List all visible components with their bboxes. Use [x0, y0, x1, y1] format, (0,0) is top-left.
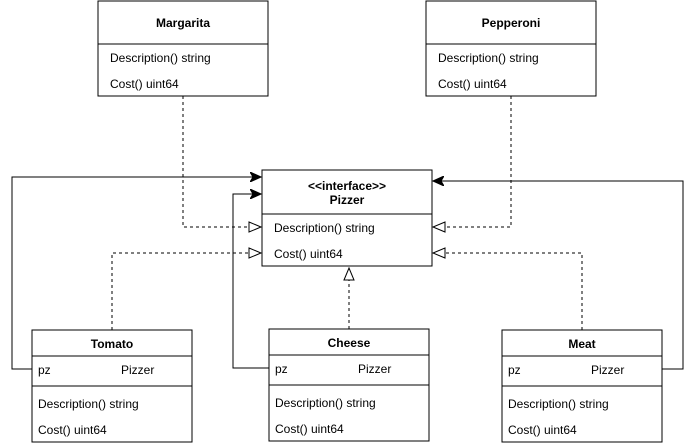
tomato-method-description: Description() string — [38, 397, 139, 411]
pepperoni-method-cost: Cost() uint64 — [438, 77, 507, 91]
cheese-field-name: pz — [275, 362, 288, 376]
tomato-pz-association — [11, 177, 261, 370]
pepperoni-class-name: Pepperoni — [482, 16, 541, 30]
pizzer-box-frame — [261, 169, 433, 267]
tomato-field-type: Pizzer — [121, 363, 154, 377]
cheese-field-type: Pizzer — [358, 362, 391, 376]
margarita-method-description: Description() string — [110, 51, 211, 65]
meat-field-type: Pizzer — [591, 363, 624, 377]
pepperoni-method-description: Description() string — [438, 51, 539, 65]
pizzer-method-cost: Cost() uint64 — [274, 247, 343, 261]
cheese-class-box[interactable]: Cheese pz Pizzer Description() string Co… — [268, 328, 430, 442]
meat-class-box[interactable]: Meat pz Pizzer Description() string Cost… — [501, 329, 663, 443]
tomato-method-cost: Cost() uint64 — [38, 423, 107, 437]
meat-class-name: Meat — [568, 337, 595, 351]
meat-method-description: Description() string — [508, 397, 609, 411]
pepperoni-box-frame — [425, 0, 597, 97]
tomato-class-name: Tomato — [91, 337, 133, 351]
meat-realizes-pizzer-connector — [433, 253, 583, 330]
pizzer-interface-name: Pizzer — [330, 193, 365, 207]
meat-method-cost: Cost() uint64 — [508, 423, 577, 437]
meat-pz-association — [433, 181, 684, 370]
cheese-method-description: Description() string — [275, 396, 376, 410]
margarita-method-cost: Cost() uint64 — [110, 77, 179, 91]
margarita-realizes-pizzer-connector — [182, 96, 261, 227]
meat-field-name: pz — [508, 363, 521, 377]
cheese-pz-association — [232, 194, 269, 369]
margarita-class-box[interactable]: Margarita Description() string Cost() ui… — [97, 0, 269, 97]
tomato-field-name: pz — [38, 363, 51, 377]
tomato-realizes-pizzer-connector — [111, 253, 261, 330]
pizzer-interface-box[interactable]: <<interface>> Pizzer Description() strin… — [261, 169, 433, 267]
margarita-box-frame — [97, 0, 269, 97]
tomato-class-box[interactable]: Tomato pz Pizzer Description() string Co… — [31, 329, 193, 443]
pizzer-stereotype: <<interface>> — [308, 179, 386, 193]
cheese-method-cost: Cost() uint64 — [275, 422, 344, 436]
pizzer-method-description: Description() string — [274, 221, 375, 235]
cheese-class-name: Cheese — [328, 336, 371, 350]
pepperoni-realizes-pizzer-connector — [433, 96, 512, 227]
pepperoni-class-box[interactable]: Pepperoni Description() string Cost() ui… — [425, 0, 597, 97]
margarita-class-name: Margarita — [156, 16, 210, 30]
